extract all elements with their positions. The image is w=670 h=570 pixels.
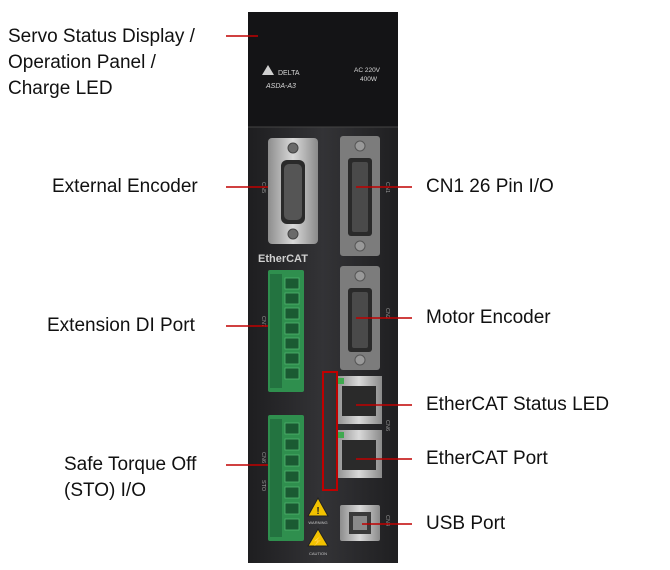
label-extension-di-port: Extension DI Port: [47, 315, 195, 336]
label-cn1-io: CN1 26 Pin I/O: [426, 176, 554, 197]
label-servo-status-line1: Servo Status Display /: [8, 26, 195, 47]
warning-tag: WARNING: [308, 520, 327, 525]
model-text: ASDA-A3: [265, 83, 296, 90]
label-sto-line1: Safe Torque Off: [64, 454, 197, 475]
cn7-tag: CN7: [260, 316, 266, 327]
brand-text: DELTA: [278, 70, 300, 77]
label-servo-status-line2: Operation Panel /: [8, 52, 156, 73]
cn2-tag: CN2: [384, 308, 390, 319]
sto-terminal: [268, 415, 304, 541]
ethercat-status-led-upper: [338, 378, 344, 384]
caution-tag: CAUTION: [309, 551, 327, 556]
cn6-tag-ethercat: CN6: [384, 420, 390, 431]
ethercat-logo: EtherCAT: [258, 253, 308, 265]
caution-icon: ⚡: [307, 528, 329, 547]
label-ethercat-status-led: EtherCAT Status LED: [426, 394, 610, 415]
extension-di-terminal: [268, 270, 304, 392]
label-ethercat-port: EtherCAT Port: [426, 448, 548, 469]
ethercat-status-led-lower: [338, 432, 344, 438]
label-external-encoder: External Encoder: [52, 176, 198, 197]
label-servo-status-line3: Charge LED: [8, 78, 113, 99]
label-sto-line2: (STO) I/O: [64, 480, 146, 501]
external-encoder-connector: [268, 138, 318, 244]
cn6-tag: CN6: [260, 452, 266, 463]
warning-icon: !: [307, 496, 329, 517]
svg-text:!: !: [316, 506, 319, 517]
top-display-panel: [248, 12, 398, 127]
label-usb-port: USB Port: [426, 513, 506, 534]
sto-tag: STO: [260, 480, 266, 492]
rating-power-text: 400W: [360, 76, 378, 83]
usb-port: [340, 505, 380, 541]
ethercat-port-upper: [336, 376, 382, 424]
cn1-io-connector: [340, 136, 380, 256]
delta-logo: [262, 65, 274, 75]
rating-voltage-text: AC 220V: [354, 67, 381, 74]
label-motor-encoder: Motor Encoder: [426, 307, 551, 328]
svg-text:⚡: ⚡: [312, 535, 323, 547]
ethercat-led-highlight-box: [322, 371, 338, 491]
cn4-tag: CN4: [384, 515, 390, 526]
ethercat-port-lower: [336, 430, 382, 478]
